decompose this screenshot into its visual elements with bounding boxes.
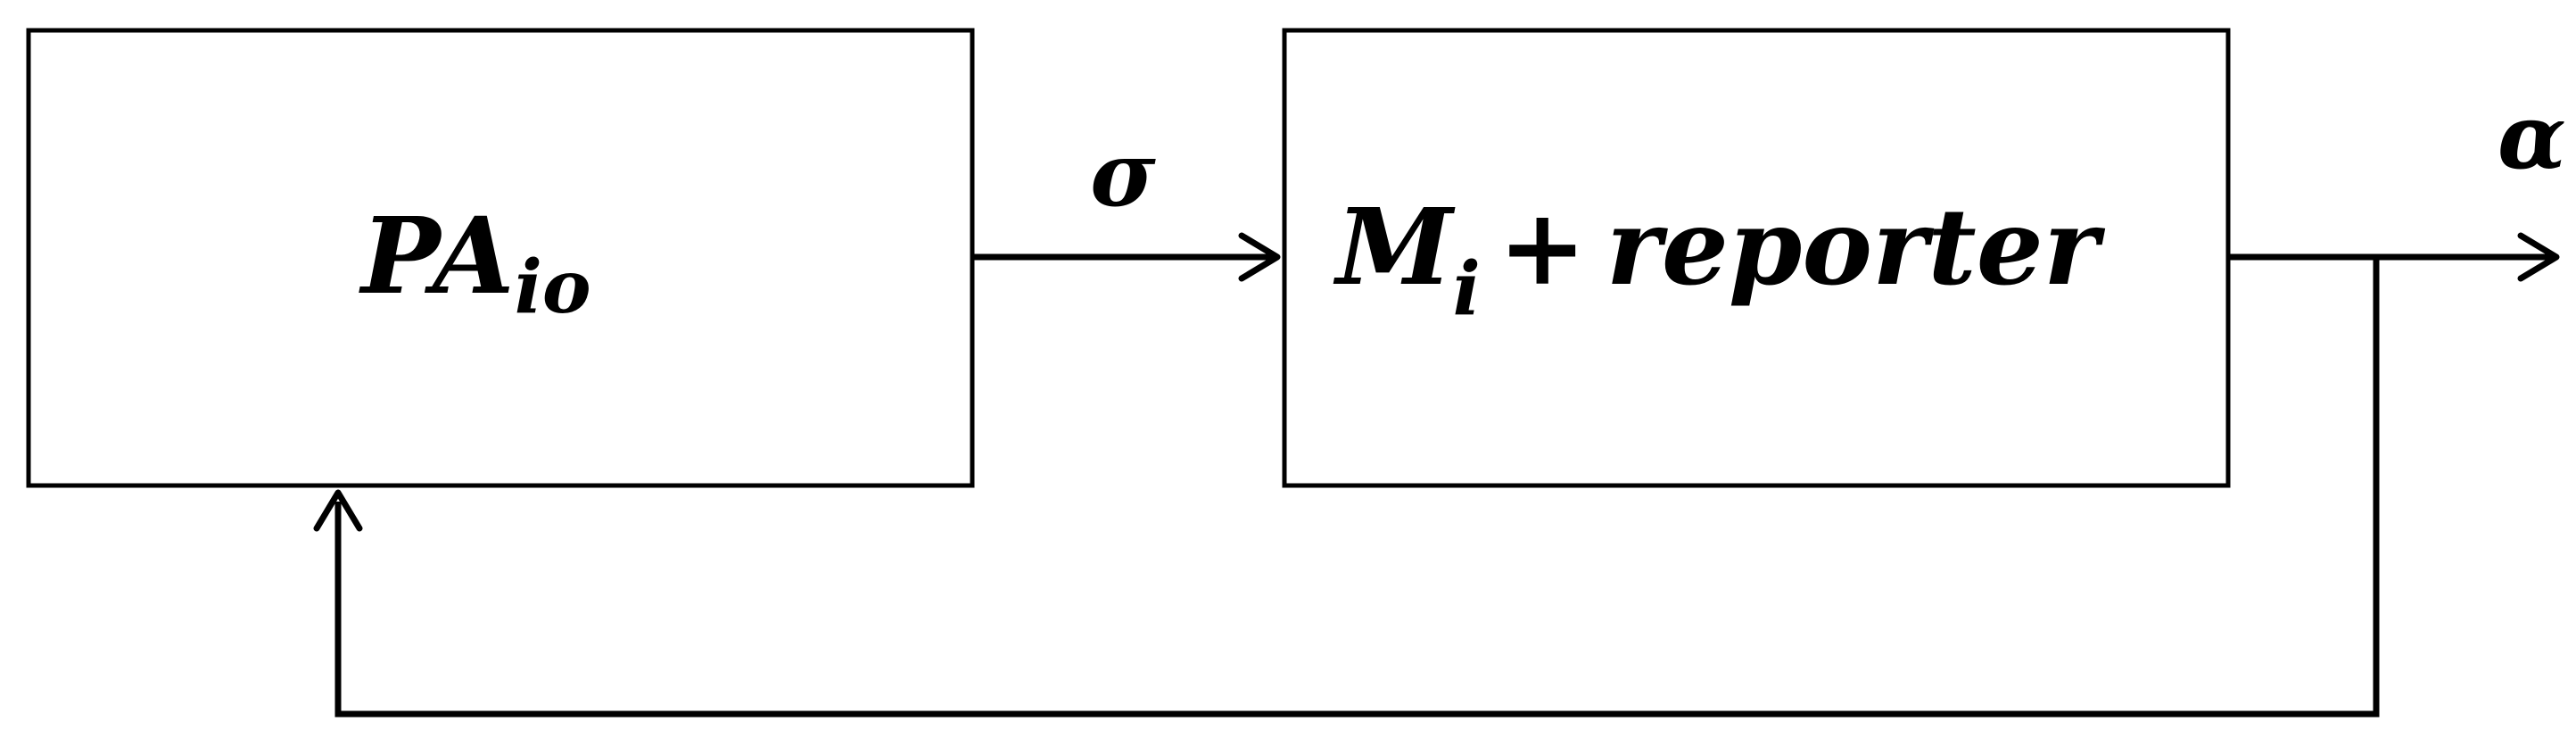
block-mi-suffix: reporter [1606, 185, 2106, 309]
feedback-wire [334, 257, 2380, 718]
block-pa-io [26, 28, 975, 488]
block-mi-operator: + [1499, 185, 1587, 309]
forward-arrowhead [1238, 232, 1281, 282]
block-mi-subscript: i [1453, 246, 1481, 332]
output-arrowhead [2517, 232, 2560, 282]
signal-alpha: α [2498, 84, 2566, 189]
block-mi-main: M [1333, 185, 1456, 309]
block-pa-io-label: PAio [359, 194, 591, 330]
block-pa-io-subscript: io [515, 245, 591, 330]
block-mi-reporter-label: Mi+reporter [1333, 185, 2106, 332]
feedback-arrowhead [313, 489, 363, 532]
signal-sigma: σ [1090, 121, 1156, 227]
block-pa-io-main: PA [359, 194, 515, 318]
